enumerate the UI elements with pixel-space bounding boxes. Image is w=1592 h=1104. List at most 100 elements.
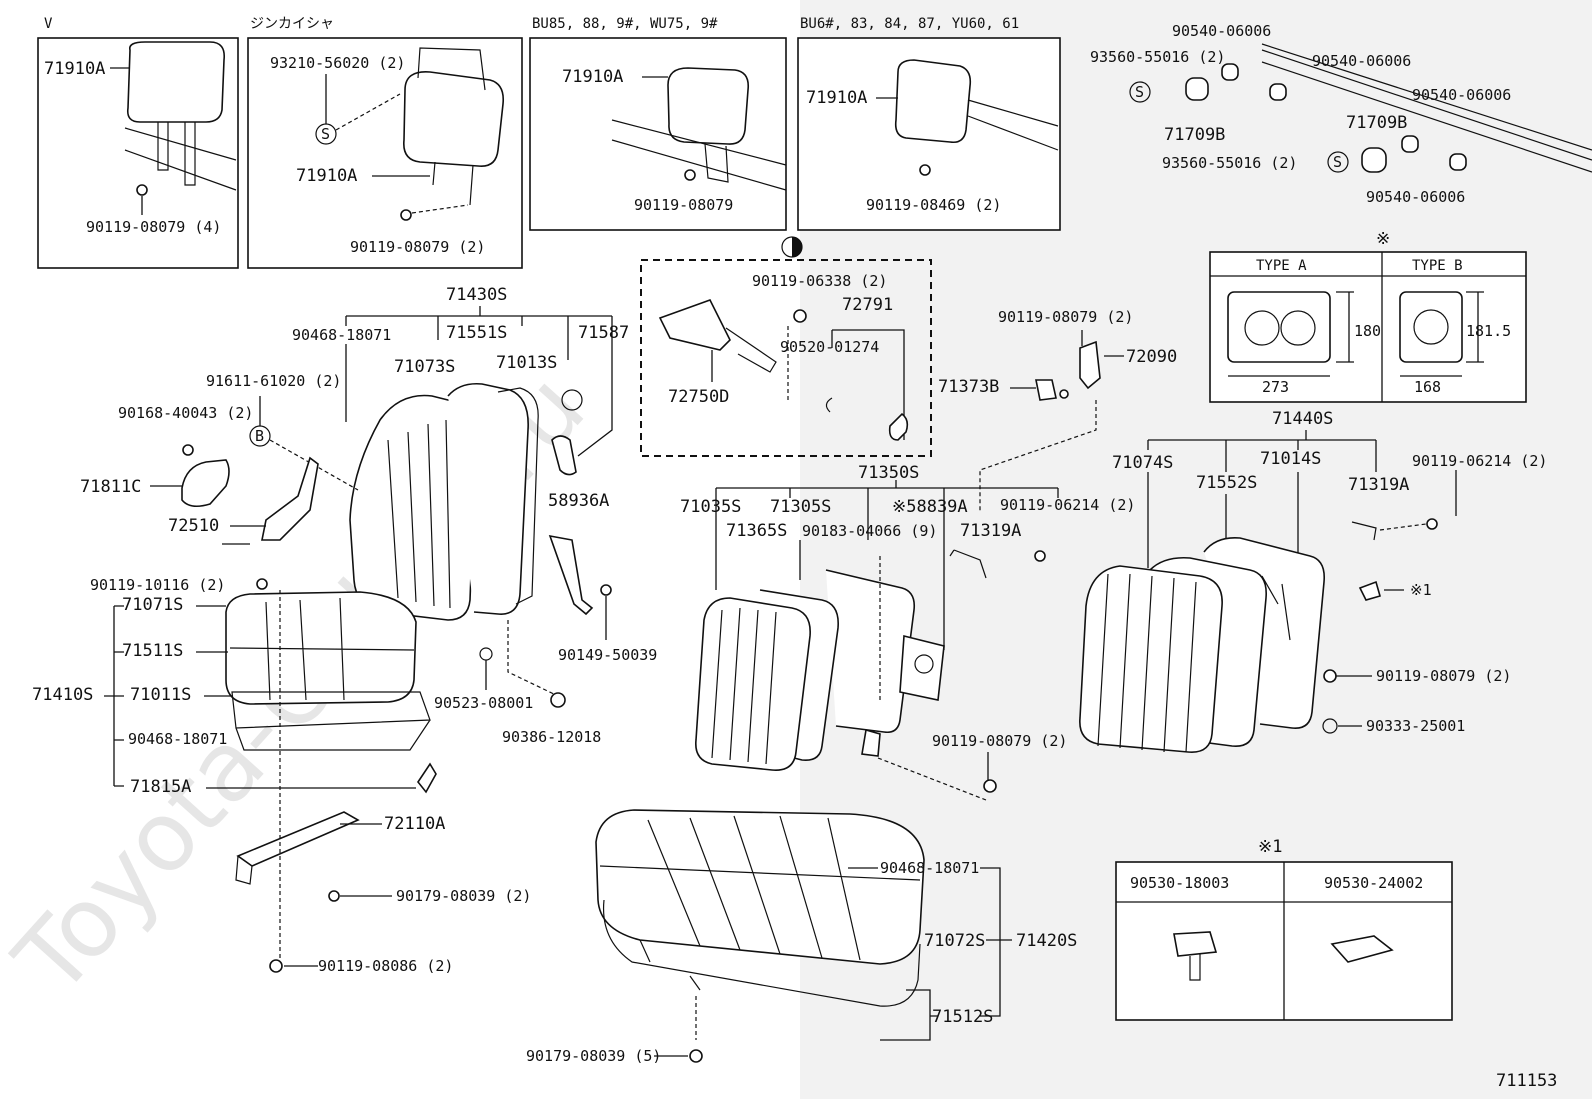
bolt-icon [1323, 669, 1337, 683]
label-71071s: 71071S [122, 595, 183, 615]
bolt-icon [983, 779, 997, 793]
buckle-icon [658, 299, 731, 351]
bracket-icon [548, 534, 594, 616]
nut-icon [328, 890, 340, 902]
cap-icon [550, 692, 566, 708]
cover-icon [417, 762, 437, 794]
dim-a-height: 180 [1354, 322, 1381, 340]
svg-text:S: S [321, 125, 330, 143]
label-71512s: 71512S [932, 1007, 993, 1027]
label-71910a-1: 71910A [44, 59, 105, 79]
bolt-icon [1034, 550, 1046, 562]
label-90468-a: 90468-18071 [292, 326, 391, 344]
label-90179-a: 90179-08039 (2) [396, 887, 531, 905]
type-table-mark: ※ [1376, 229, 1390, 249]
s-marker-icon [1327, 151, 1349, 173]
rear-seatback-icon [1079, 565, 1223, 753]
bolt-icon [1426, 518, 1438, 530]
backboard-icon [825, 569, 916, 734]
bolt-icon [136, 184, 148, 196]
label-90149: 90149-50039 [558, 646, 657, 664]
label-71373b: 71373B [938, 377, 999, 397]
inset-bu85: BU85, 88, 9#, WU75, 9# 71910A 90119-0807… [529, 16, 787, 231]
svg-text:S: S [1333, 153, 1342, 171]
label-90119-08079-2b: 90119-08079 (2) [998, 308, 1133, 326]
label-90523: 90523-08001 [434, 694, 533, 712]
label-72110a: 72110A [384, 814, 445, 834]
rear-cushion-group: 90468-18071 71072S 71420S 71512S 90179-0… [526, 809, 1077, 1065]
label-90119-08079-2d: 90119-08079 (2) [1376, 667, 1511, 685]
seatbelt-box: 90119-06338 (2) 72791 90520-01274 72750D [640, 236, 932, 457]
fastener-b-icon [1330, 935, 1394, 963]
label-90119-08079-2a: 90119-08079 (2) [350, 238, 485, 256]
bolt-icon [793, 309, 807, 323]
nut-icon [689, 1049, 703, 1063]
label-71074s: 71074S [1112, 453, 1173, 473]
label-90386: 90386-12018 [502, 728, 601, 746]
label-71910a-3: 71910A [562, 67, 623, 87]
half-circle-marker-icon [561, 389, 583, 411]
plug-icon [1322, 718, 1338, 734]
label-90183: 90183-04066 (9) [802, 522, 937, 540]
inset-bu6-title: BU6#, 83, 84, 87, YU60, 61 [800, 16, 1019, 32]
type-a-header: TYPE A [1256, 258, 1307, 274]
svg-text:S: S [1135, 83, 1144, 101]
label-91611: 91611-61020 (2) [206, 372, 341, 390]
s-marker-icon [1129, 81, 1151, 103]
ref-col2: 90530-24002 [1324, 874, 1423, 892]
diagram-number: 711153 [1496, 1071, 1557, 1091]
label-72791: 72791 [842, 295, 893, 315]
cushion-icon [225, 591, 417, 705]
label-71319a-b: 71319A [1348, 475, 1409, 495]
headrest-icon [126, 41, 226, 123]
ref-table-mark: ※1 [1258, 837, 1282, 857]
dim-b-height: 181.5 [1466, 322, 1511, 340]
bolt-icon [684, 169, 696, 181]
recliner-icon [261, 456, 319, 541]
label-90468-c: 90468-18071 [880, 859, 979, 877]
label-71365s: 71365S [726, 521, 787, 541]
label-90540-d: 90540-06006 [1366, 188, 1465, 206]
right-seatback-group: 71440S 71074S 71014S 90119-06214 (2) 715… [1079, 409, 1547, 753]
dim-a-width: 273 [1262, 378, 1289, 396]
label-71910a-4: 71910A [806, 88, 867, 108]
label-90333: 90333-25001 [1366, 717, 1465, 735]
label-90520: 90520-01274 [780, 338, 879, 356]
front-seat-group: 71430S 90468-18071 71551S 71587 71073S 7… [32, 285, 657, 975]
label-90119-08086: 90119-08086 (2) [318, 957, 453, 975]
label-90119-08079-a: 90119-08079 [634, 196, 733, 214]
belt-guide-group: 90540-06006 93560-55016 (2) 90540-06006 … [1090, 22, 1592, 206]
label-71035s: 71035S [680, 497, 741, 517]
label-71350s: 71350S [858, 463, 919, 483]
label-90179-b: 90179-08039 (5) [526, 1047, 661, 1065]
inset-bu6: BU6#, 83, 84, 87, YU60, 61 71910A 90119-… [797, 16, 1061, 231]
label-90468-b: 90468-18071 [128, 730, 227, 748]
label-71815a: 71815A [130, 777, 191, 797]
rail-icon [236, 811, 360, 867]
label-72090: 72090 [1126, 347, 1177, 367]
label-71073s: 71073S [394, 357, 455, 377]
headrest-icon [894, 59, 972, 144]
label-58936a: 58936A [548, 491, 609, 511]
middle-seatback-group: 90119-08079 (2) 72090 71373B 71350S 7103… [680, 308, 1177, 801]
rear-cushion-icon [595, 809, 925, 965]
inset-jinkaisha: ジンカイシャ S 93210-56020 (2) 71910A 90119-08… [247, 16, 523, 269]
label-72750d: 72750D [668, 387, 729, 407]
label-90168: 90168-40043 (2) [118, 404, 253, 422]
label-93560-b: 93560-55016 (2) [1162, 154, 1297, 172]
label-93560-a: 93560-55016 (2) [1090, 48, 1225, 66]
clip-icon [1185, 77, 1209, 101]
clip-icon [479, 647, 493, 661]
label-71410s: 71410S [32, 685, 93, 705]
inset-jinkaisha-title: ジンカイシャ [250, 16, 334, 32]
label-90119-06214-b: 90119-06214 (2) [1412, 452, 1547, 470]
label-71709b-a: 71709B [1164, 125, 1225, 145]
label-90119-10116: 90119-10116 (2) [90, 576, 225, 594]
dim-b-width: 168 [1414, 378, 1441, 396]
label-90540-c: 90540-06006 [1412, 86, 1511, 104]
ref-table: ※1 90530-18003 90530-24002 [1115, 837, 1453, 1021]
label-72510: 72510 [168, 516, 219, 536]
fastener-a-icon [1173, 931, 1218, 957]
striker-icon [1035, 379, 1057, 401]
